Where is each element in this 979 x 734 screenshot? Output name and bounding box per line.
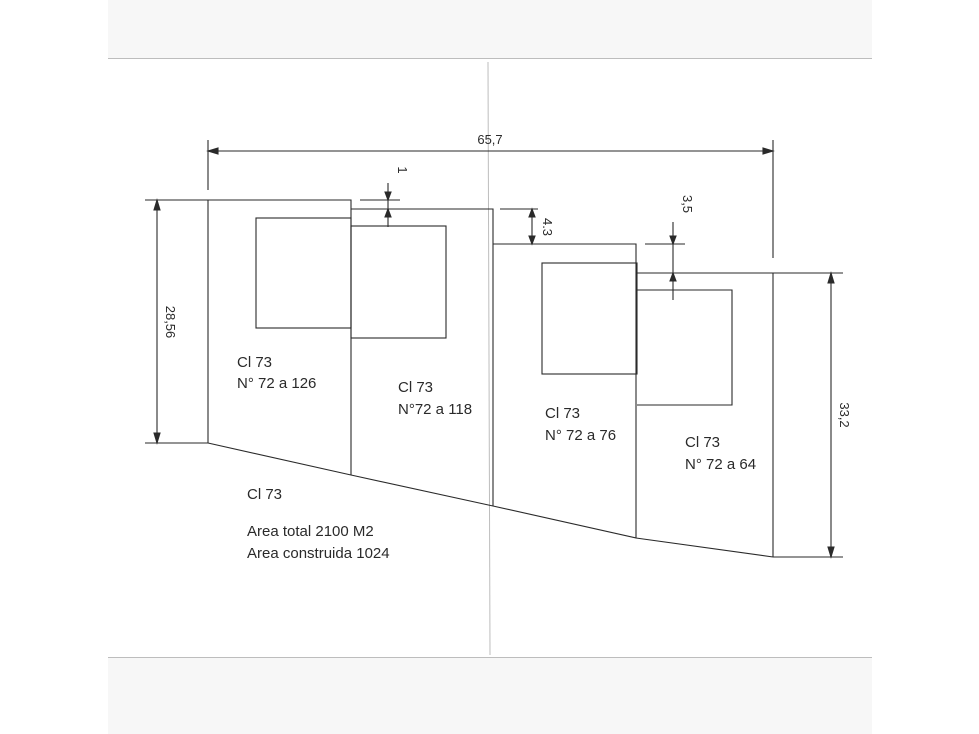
bottom-margin <box>108 658 872 734</box>
summary-area-built: Area construida 1024 <box>247 545 390 562</box>
dim-width-arrow-right <box>762 147 775 155</box>
lot-3-numbers: N° 72 a 76 <box>545 427 616 444</box>
lot-4-street: Cl 73 <box>685 434 720 451</box>
dim-left-arrow-bottom <box>153 432 161 445</box>
dim-step35-arrow-top <box>669 235 677 246</box>
dim-right-arrow-top <box>827 271 835 284</box>
top-margin <box>108 0 872 58</box>
dim-right-arrow-bottom <box>827 546 835 559</box>
dim-step1-arrow-top <box>384 191 392 202</box>
dim-left-label: 28,56 <box>163 306 178 339</box>
lot-2-numbers: N°72 a 118 <box>398 401 472 418</box>
dim-step1-arrow-bottom <box>384 207 392 218</box>
dim-left-arrow-top <box>153 198 161 211</box>
lot-2-street: Cl 73 <box>398 379 433 396</box>
lot-3-building <box>541 262 638 375</box>
lot-1-building <box>255 217 352 329</box>
dim-step35-arrow-bottom <box>669 271 677 282</box>
lot-2-building <box>350 225 447 339</box>
lot-1-outline <box>207 199 352 475</box>
lot-2-outline <box>351 208 494 506</box>
lot-4-numbers: N° 72 a 64 <box>685 456 756 473</box>
lot-3-outline <box>493 243 637 538</box>
lot-3-street: Cl 73 <box>545 405 580 422</box>
front-boundary-line <box>207 442 774 558</box>
dim-step43-arrow-top <box>528 207 536 218</box>
bottom-divider <box>108 657 872 658</box>
dim-step35-label: 3,5 <box>680 195 695 213</box>
lot-4-outline <box>636 272 774 557</box>
lot-4-building <box>637 289 733 406</box>
dim-width-label: 65,7 <box>477 132 502 147</box>
lot-1-street: Cl 73 <box>237 354 272 371</box>
dim-right-label: 33,2 <box>837 402 852 427</box>
dim-width-arrow-left <box>206 147 219 155</box>
summary-street: Cl 73 <box>247 486 282 503</box>
summary-area-total: Area total 2100 M2 <box>247 523 374 540</box>
dim-step43-arrow-bottom <box>528 235 536 246</box>
dim-step1-label: 1 <box>395 166 410 173</box>
paper-crease <box>487 61 491 656</box>
lot-1-numbers: N° 72 a 126 <box>237 375 316 392</box>
dim-step43-label: 4.3 <box>540 218 555 236</box>
top-divider <box>108 58 872 59</box>
